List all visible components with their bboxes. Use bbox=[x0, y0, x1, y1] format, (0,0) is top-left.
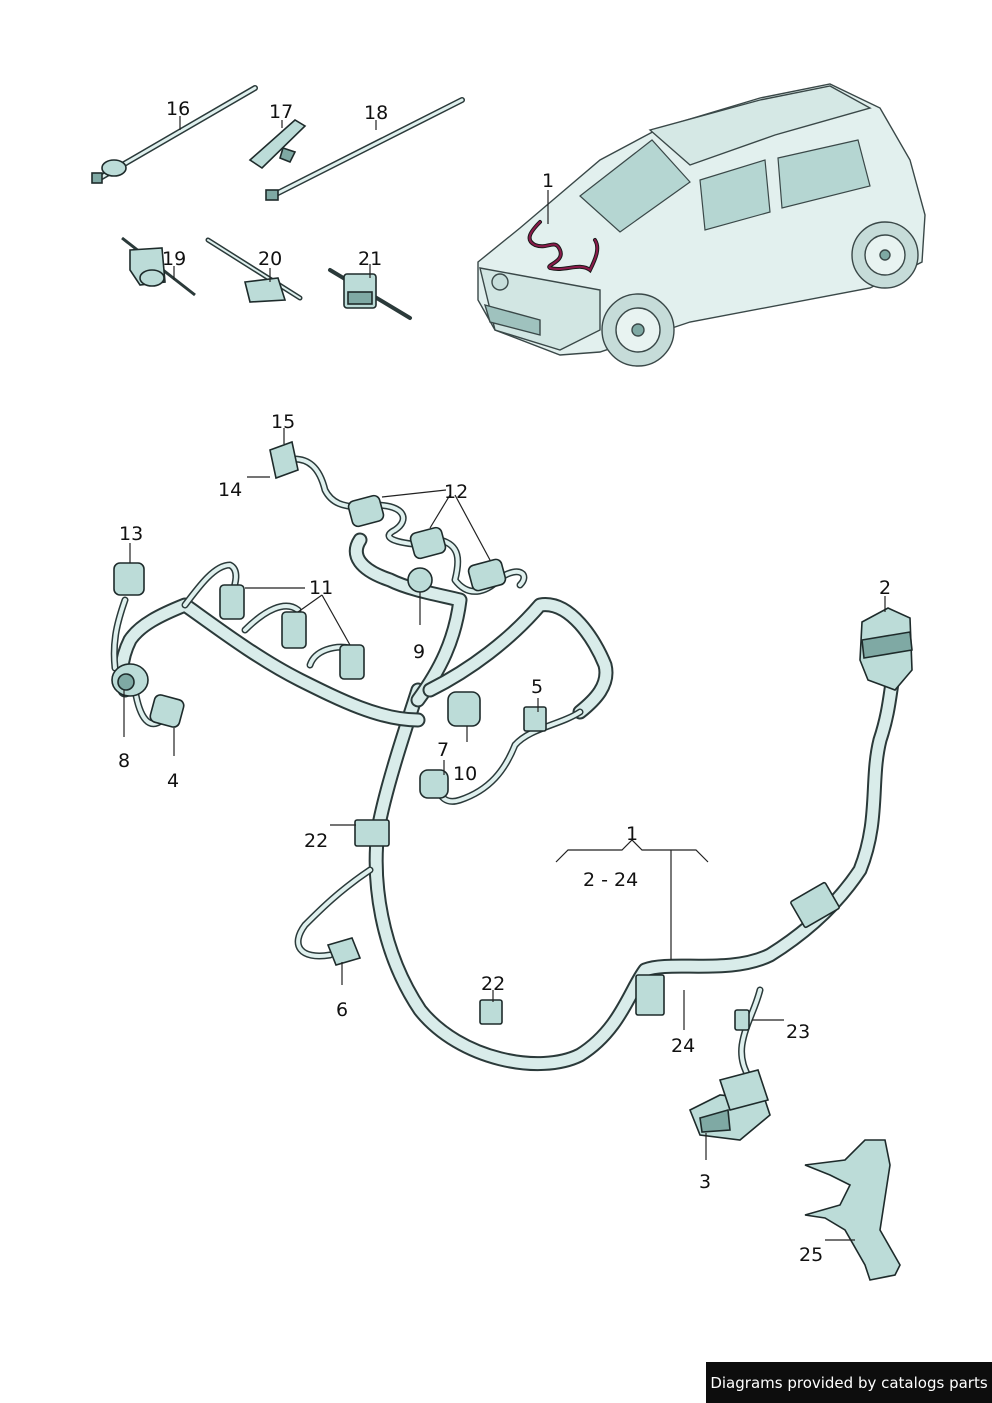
label-25: 25 bbox=[799, 1244, 823, 1266]
label-11: 11 bbox=[309, 577, 333, 599]
label-2: 2 bbox=[879, 577, 891, 599]
connectors bbox=[111, 440, 913, 1141]
label-8: 8 bbox=[118, 750, 130, 772]
footer-credit: Diagrams provided by catalogs parts bbox=[706, 1362, 992, 1403]
holder-19 bbox=[121, 236, 196, 297]
bracket-25 bbox=[804, 1139, 901, 1281]
label-21: 21 bbox=[358, 248, 382, 270]
label-12: 12 bbox=[444, 481, 468, 503]
label-20: 20 bbox=[258, 248, 282, 270]
car-illustration bbox=[477, 83, 926, 367]
cable-clip-17 bbox=[248, 119, 307, 170]
cable-tie-16 bbox=[91, 85, 258, 184]
label-15: 15 bbox=[271, 411, 295, 433]
label-19: 19 bbox=[162, 248, 186, 270]
label-22b: 22 bbox=[481, 973, 505, 995]
cable-tie-18 bbox=[265, 97, 465, 201]
label-6: 6 bbox=[336, 999, 348, 1021]
wiring-harness bbox=[114, 532, 903, 1072]
label-7: 7 bbox=[437, 739, 449, 761]
label-24: 24 bbox=[671, 1035, 695, 1057]
label-10: 10 bbox=[453, 763, 477, 785]
label-16: 16 bbox=[166, 98, 190, 120]
thin-wires bbox=[110, 455, 764, 1084]
leader-lines bbox=[123, 116, 886, 1241]
cable-tie-20 bbox=[205, 237, 303, 303]
label-22a: 22 bbox=[304, 830, 328, 852]
cable-tie-21 bbox=[328, 268, 412, 320]
label-1-group: 1 bbox=[626, 823, 638, 845]
label-17: 17 bbox=[269, 101, 293, 123]
label-18: 18 bbox=[364, 102, 388, 124]
label-14: 14 bbox=[218, 479, 242, 501]
label-group-range: 2 - 24 bbox=[583, 869, 638, 891]
label-4: 4 bbox=[167, 770, 179, 792]
label-13: 13 bbox=[119, 523, 143, 545]
label-9: 9 bbox=[413, 641, 425, 663]
label-3: 3 bbox=[699, 1171, 711, 1193]
label-1-car: 1 bbox=[542, 170, 554, 192]
callout-labels: 1 2 3 4 5 6 7 8 9 10 11 12 13 14 15 16 1… bbox=[118, 98, 891, 1266]
label-23: 23 bbox=[786, 1021, 810, 1043]
label-5: 5 bbox=[531, 676, 543, 698]
